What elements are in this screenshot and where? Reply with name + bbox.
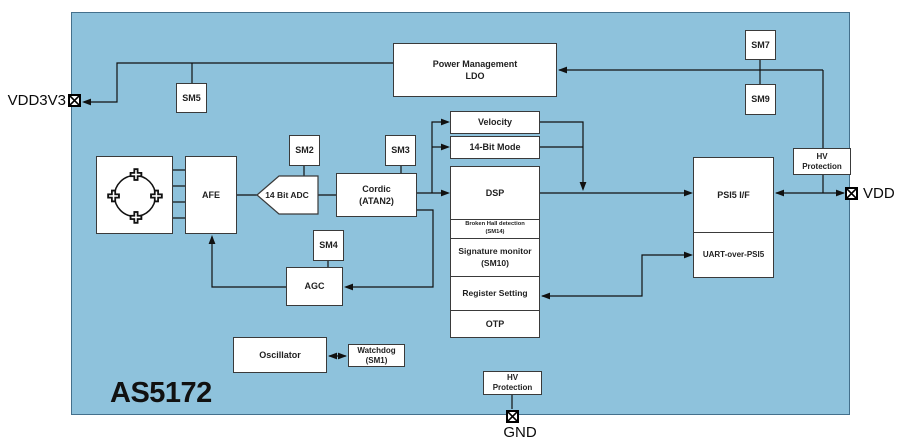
hv-right-label2: Protection [802,161,842,171]
broken-hall-label: Broken Hall detection [465,221,525,228]
chip-title: AS5172 [110,377,212,409]
watchdog-label: Watchdog [357,345,396,355]
signature-monitor-label: Signature monitor [458,246,532,257]
block-hv-protection-right: HV Protection [793,148,851,175]
block-sm4: SM4 [313,230,344,261]
watchdog-label2: (SM1) [365,355,388,365]
register-setting-label: Register Setting [462,287,528,298]
vdd3v3-pin-icon [68,94,81,107]
block-broken-hall-detection: Broken Hall detection (SM14) [450,219,540,239]
block-agc: AGC [286,267,343,306]
hv-right-label: HV [816,151,828,161]
hall-plate-icon [107,168,163,224]
block-sm7: SM7 [745,30,776,60]
otp-label: OTP [485,318,505,329]
cordic-label2: (ATAN2) [359,196,394,206]
block-cordic: Cordic (ATAN2) [336,173,417,217]
hv-bottom-label2: Protection [492,383,533,392]
oscillator-label: Oscillator [259,349,301,360]
sm2-label: SM2 [295,145,314,156]
broken-hall-label2: (SM14) [485,229,505,235]
agc-label: AGC [304,281,325,292]
block-power-management: Power Management LDO [393,43,557,97]
power-management-label: Power Management [432,58,518,69]
block-sm5: SM5 [176,83,207,113]
block-hv-protection-bottom: HV Protection [483,371,542,395]
afe-label: AFE [202,189,220,200]
block-oscillator: Oscillator [233,337,327,373]
block-uart-over-psi5: UART-over-PSI5 [693,232,774,278]
block-psi5-interface: PSI5 I/F [693,157,774,233]
psi5-label: PSI5 I/F [717,189,750,200]
block-velocity: Velocity [450,111,540,134]
adc-label: 14 Bit ADC [265,190,309,200]
block-sm3: SM3 [385,135,416,166]
14bit-mode-label: 14-Bit Mode [469,142,521,153]
uart-label: UART-over-PSI5 [702,250,765,259]
block-watchdog: Watchdog (SM1) [348,344,405,367]
block-hall-sensor [96,156,173,234]
gnd-pin-label: GND [503,424,537,441]
sm5-label: SM5 [182,92,201,103]
hv-bottom-label: HV [506,373,519,382]
block-sm2: SM2 [289,135,320,166]
velocity-label: Velocity [477,117,513,128]
sm4-label: SM4 [319,240,338,251]
block-sm9: SM9 [745,84,776,115]
block-dsp: DSP [450,166,540,220]
block-afe: AFE [185,156,237,234]
cordic-label: Cordic [362,183,391,194]
block-register-setting: Register Setting [450,276,540,311]
signature-monitor-label2: (SM10) [481,257,509,268]
sm7-label: SM7 [751,39,770,50]
vdd3v3-pin-label: VDD3V3 [7,92,66,109]
vdd-pin-icon [845,187,858,200]
gnd-pin-icon [506,410,519,423]
block-14bit-mode: 14-Bit Mode [450,136,540,159]
block-otp: OTP [450,310,540,338]
dsp-label: DSP [485,187,505,198]
sm9-label: SM9 [751,94,770,105]
power-management-label2: LDO [465,71,485,81]
vdd-pin-label: VDD [863,185,895,202]
block-signature-monitor: Signature monitor (SM10) [450,238,540,277]
sm3-label: SM3 [391,145,410,156]
block-14bit-adc: 14 Bit ADC [256,176,318,214]
